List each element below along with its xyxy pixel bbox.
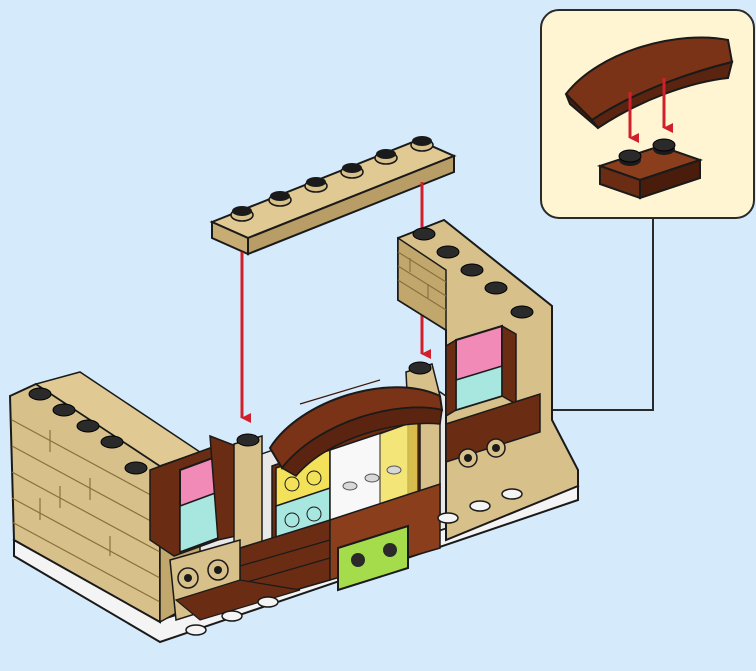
callout-box (541, 10, 754, 218)
target-stud-right (409, 362, 431, 374)
middle-left-pillar (234, 436, 262, 556)
storefront-model (10, 220, 578, 642)
target-stud-left (237, 434, 259, 446)
